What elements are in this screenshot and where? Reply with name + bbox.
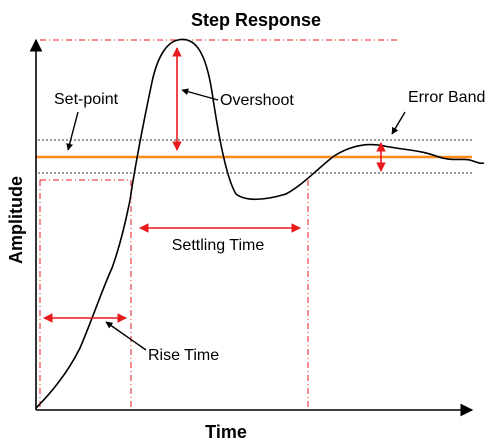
set-point-label: Set-point <box>54 91 119 108</box>
measurement-arrows <box>43 47 386 323</box>
rise-time-pointer <box>105 321 147 351</box>
overshoot-label: Overshoot <box>220 92 294 109</box>
x-axis-label: Time <box>205 422 247 442</box>
error-band-pointer <box>391 111 406 135</box>
response-curve <box>35 38 485 409</box>
set-point-pointer <box>66 111 79 151</box>
diagram-title: Step Response <box>191 10 321 30</box>
y-axis-label: Amplitude <box>6 176 26 264</box>
error-band-label: Error Band <box>408 89 485 106</box>
label-pointers <box>66 88 406 351</box>
rise-time-label: Rise Time <box>148 347 219 364</box>
error-band-lines <box>38 139 472 174</box>
settling-time-label: Settling Time <box>172 237 265 254</box>
guide-lines <box>39 39 398 410</box>
overshoot-pointer <box>181 88 219 101</box>
